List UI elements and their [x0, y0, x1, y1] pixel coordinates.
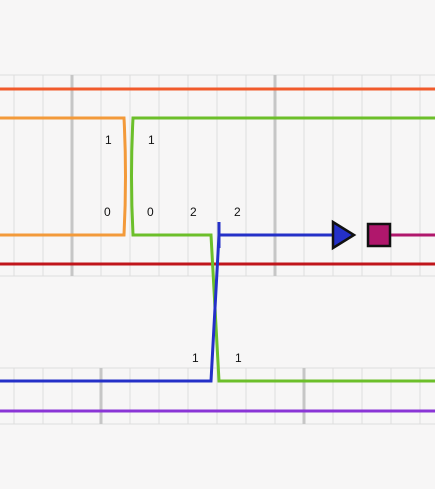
orange-lower-label: 0	[104, 205, 111, 219]
green-far-lower-label: 1	[235, 351, 242, 365]
blue-lower-label: 1	[192, 351, 199, 365]
orange-wire[interactable]	[0, 116, 127, 237]
blue-right-label: 2	[234, 205, 241, 219]
blue-play-triangle-icon[interactable]	[331, 219, 357, 251]
green-right-label: 2	[190, 205, 197, 219]
magenta-square-icon[interactable]	[366, 222, 392, 248]
blue-wire[interactable]	[0, 233, 332, 383]
green-wire[interactable]	[130, 116, 435, 383]
green-lower-label: 0	[147, 205, 154, 219]
orange-upper-label: 1	[105, 133, 112, 147]
green-upper-label: 1	[148, 133, 155, 147]
